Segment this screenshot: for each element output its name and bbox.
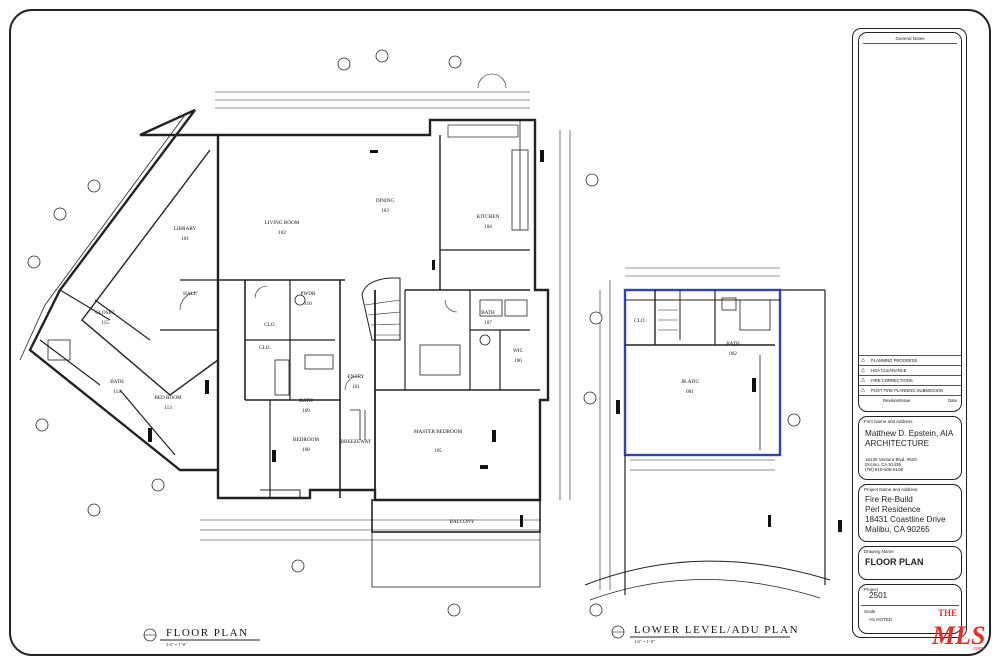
room-name-dining: DINING [376,198,395,204]
room-name-balcony: BALCONY [449,519,474,525]
lower-plan-title: LOWER LEVEL/ADU PLAN [634,624,799,636]
drawing-name: FLOOR PLAN [865,557,924,567]
project-no-caption: Project [864,587,879,592]
revision-table: △ PLANNING PROGRESS △ HOA CLEARANCE △ FIRE CO… [859,355,961,405]
room-name-master: MASTER BEDROOM [414,429,463,435]
room-name-closet: CLOSET [95,310,115,316]
drawing-name-panel: Drawing Name FLOOR PLAN [858,546,962,580]
mls-logo-icon: THE MLS .com [931,608,985,652]
room-num-library: 101 [181,236,189,242]
room-name-living: LIVING ROOM [265,220,300,226]
room-name-wic: WIC [513,348,524,354]
room-name-entry: ENTRY [347,374,364,380]
revision-label: HOA CLEARANCE [871,368,907,373]
revision-delta-icon: △ [861,367,865,373]
revision-row: △ HOA CLEARANCE [859,365,961,375]
room-name-adu: JR.ADU [681,379,699,385]
main-plan-walls [19,73,571,588]
project-line-4: Malibu, CA 90265 [865,525,930,534]
revision-row: △ FIRE CORRECTIONS [859,375,961,385]
revision-header-date: Date [948,398,957,403]
project-line-3: 18431 Coastline Drive [865,515,946,524]
adu-plan-walls [584,267,831,601]
room-num-bedroom113: 113 [164,405,172,411]
room-num-adu-bath: 002 [729,351,737,357]
revision-header-label: Revision/Issue [883,398,911,403]
room-name-bedroom113: BED ROOM [154,395,182,401]
wall-markers [148,150,842,532]
revision-delta-icon: △ [861,357,865,363]
room-num-kitchen: 104 [484,224,492,230]
revision-delta-icon: △ [861,377,865,383]
sheet-info-panel: Project 2501 Scale AS NOTED [858,584,962,634]
main-plan-title: FLOOR PLAN [166,627,249,639]
project-line-1: Fire Re-Build [865,495,913,504]
mls-text-main: MLS [931,621,985,650]
revision-label: POST FIRE PLANNING SUBMISSION [871,388,944,393]
revision-header: Revision/Issue Date [859,395,961,405]
notes-divider [863,43,957,44]
section-markers [27,49,801,642]
general-notes-label: General Notes [895,36,925,41]
room-num-entry: 101 [352,384,360,390]
scale-value: AS NOTED [869,617,893,622]
firm-panel: Firm Name and Address Matthew D. Epstein… [858,416,962,480]
firm-addr-3: (Tel) 818-508-5108 [865,467,904,472]
room-num-wic: 106 [514,358,522,364]
room-name-bath109: BATH [299,398,313,404]
main-plan-scale: 1/4" = 1'-0" [166,642,187,647]
room-num-bedroom108: 108 [302,447,310,453]
room-name-adu-bath: BATH [726,341,740,347]
room-num-bath114: 114 [113,389,121,395]
revision-label: PLANNING PROGRESS [871,358,918,363]
firm-name: Matthew D. Epstein, AIA [865,429,954,438]
room-num-bath107: 107 [484,320,492,326]
project-caption: Project Name and Address [864,487,918,492]
revision-delta-icon: △ [861,387,865,393]
room-labels: LIVING ROOM 102 DINING 103 KITCHEN 104 L… [95,198,740,525]
project-number: 2501 [869,591,888,600]
firm-sub: ARCHITECTURE [865,439,930,448]
room-num-dining: 103 [381,208,389,214]
revision-row: △ PLANNING PROGRESS [859,355,961,365]
room-num-living: 102 [278,230,286,236]
mls-watermark: THE MLS .com [930,602,990,654]
room-name-bath114: BATH [110,379,124,385]
revision-row: △ POST FIRE PLANNING SUBMISSION [859,385,961,395]
room-name-hall: HALL [183,291,197,297]
mls-text-the: THE [938,608,957,618]
revision-label: FIRE CORRECTIONS [871,378,913,383]
room-num-closet: 115 [101,320,109,326]
room-name-bedroom108: BEDROOM [293,437,319,443]
project-panel: Project Name and Address Fire Re-Build P… [858,484,962,542]
room-num-master: 105 [434,448,442,454]
room-name-clo2: CLO. [259,345,271,351]
scale-caption: Scale [864,609,876,614]
room-num-bath109: 109 [302,408,310,414]
firm-addr-1: 16130 Ventura Blvd. #620 [865,457,917,462]
mls-text-suffix: .com [972,646,984,652]
room-name-adu-clo: CLO. [634,318,646,324]
plan-titles: FLOOR PLAN 1/4" = 1'-0" LOWER LEVEL/ADU … [166,624,799,647]
firm-caption: Firm Name and Address [864,419,913,424]
room-name-bath107: BATH [481,310,495,316]
general-notes-panel: General Notes △ PLANNING PROGRESS △ HOA CLE… [858,32,962,412]
room-name-breezeway: BREEZEWAY [341,439,372,445]
firm-addr-2: Encino, CA 91436 [865,462,902,467]
lower-plan-scale: 1/4" = 1'-0" [634,639,655,644]
room-name-pwdr: PWDR [301,291,317,297]
room-num-adu: 001 [686,389,694,395]
sheet-border [9,9,991,656]
room-num-pwdr: 110 [304,301,312,307]
room-name-library: LIBRARY [174,226,197,232]
room-name-clo1: CLO. [264,322,276,328]
room-name-kitchen: KITCHEN [477,214,500,220]
project-line-2: Perl Residence [865,505,921,514]
drawing-name-caption: Drawing Name [864,549,894,554]
